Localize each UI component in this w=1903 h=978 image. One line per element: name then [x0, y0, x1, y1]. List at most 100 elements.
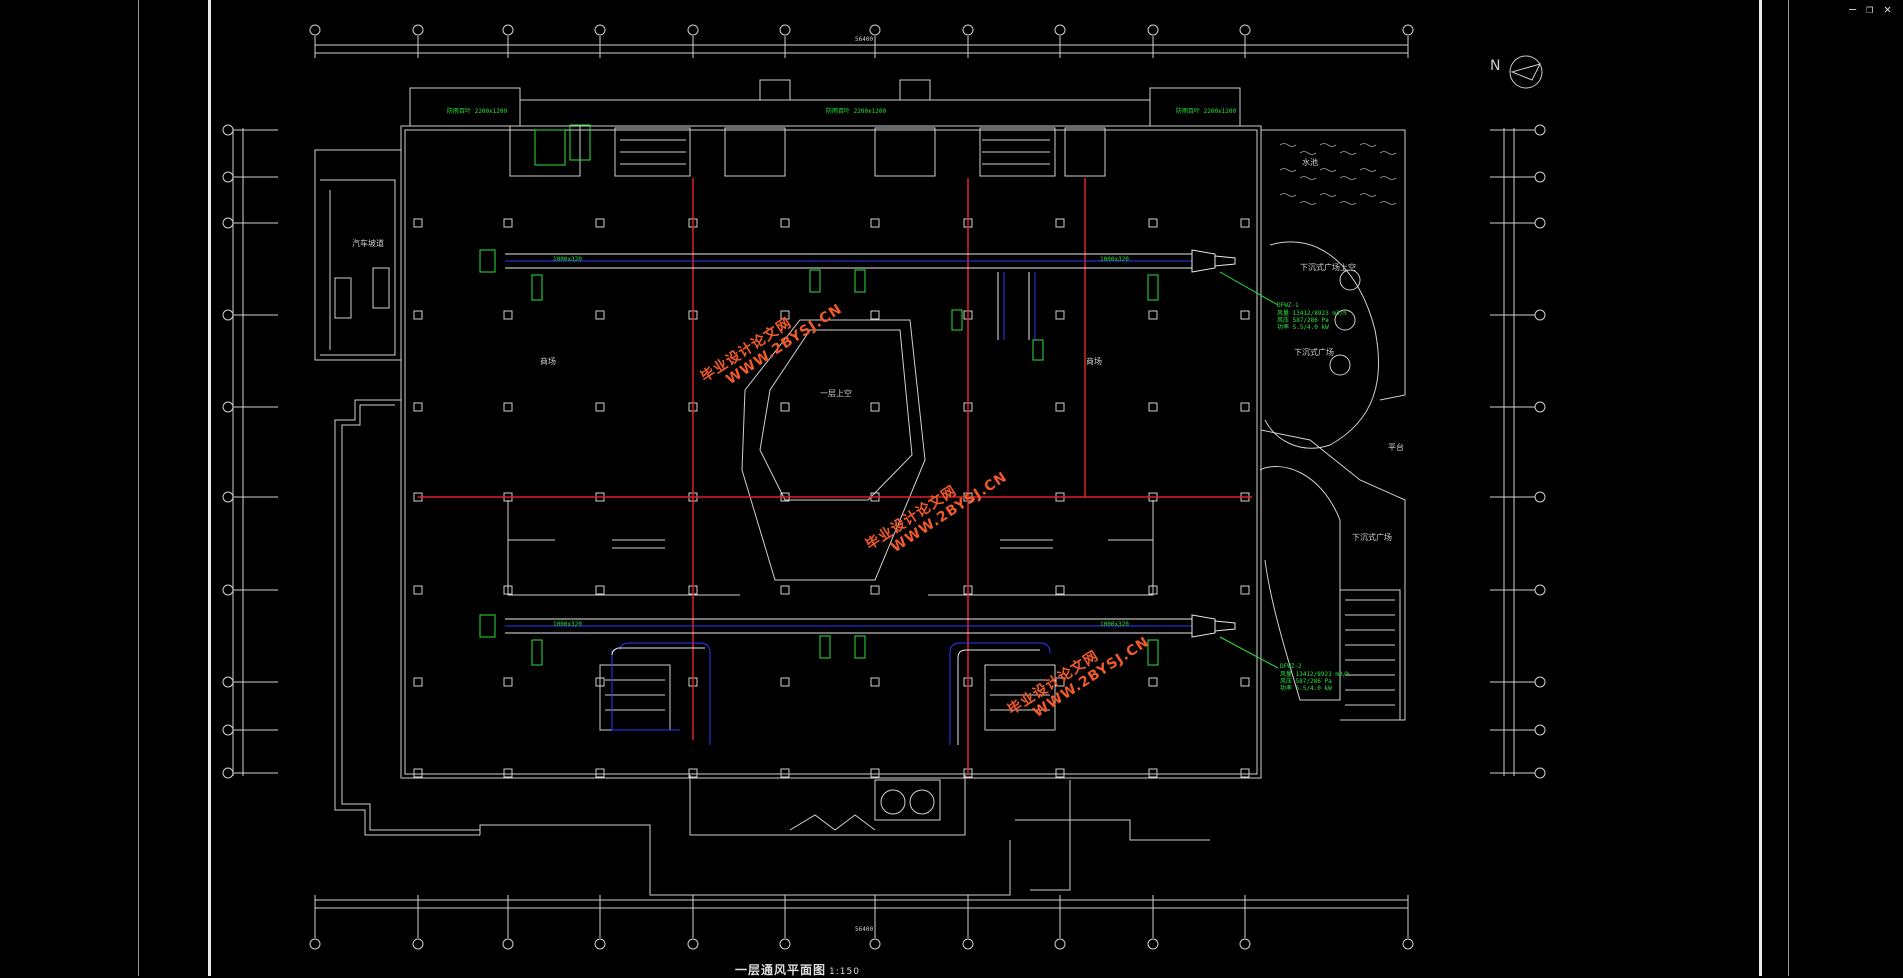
column-square [595, 310, 605, 320]
frame-line-left-inner [208, 0, 211, 976]
frame-line-right-outer [1788, 0, 1789, 976]
water-hatch-mark [1279, 168, 1297, 172]
axis-bubble-left [222, 171, 234, 183]
axis-bubble-bottom [962, 938, 974, 950]
column-square [413, 402, 423, 412]
column-square [1148, 402, 1158, 412]
room-label-atrium: 一层上空 [820, 389, 852, 398]
restore-button[interactable]: ❐ [1866, 2, 1874, 16]
axis-bubble-top [1147, 24, 1159, 36]
column-square [780, 768, 790, 778]
water-hatch-mark [1319, 168, 1337, 172]
water-hatch-mark [1359, 168, 1377, 172]
duct-size-top-left: 1000x320 [553, 256, 582, 263]
axis-bubble-top [1054, 24, 1066, 36]
louver-label-1: 防雨百叶 2200x1200 [447, 108, 508, 115]
axis-bubble-bottom [502, 938, 514, 950]
axis-bubble-right [1534, 401, 1546, 413]
fan-top-spec-2: 风压 587/286 Pa [1277, 317, 1329, 324]
column-square [503, 585, 513, 595]
column-square [780, 677, 790, 687]
column-square [780, 310, 790, 320]
axis-bubble-right [1534, 491, 1546, 503]
axis-bubble-right [1534, 724, 1546, 736]
axis-bubble-right [1534, 676, 1546, 688]
water-hatch-mark [1299, 201, 1317, 205]
north-arrow-icon: N [1488, 52, 1548, 96]
column-square [503, 768, 513, 778]
north-arrow-graphic [1509, 55, 1543, 89]
water-hatch-mark [1279, 143, 1297, 147]
column-square [413, 677, 423, 687]
minimize-button[interactable]: – [1849, 2, 1857, 16]
column-square [1240, 402, 1250, 412]
duct-size-bottom-left: 1000x320 [553, 621, 582, 628]
room-label-sunken-plaza-top: 下沉式广场上空 [1300, 263, 1356, 272]
drawing-title-text: 一层通风平面图 [735, 963, 827, 977]
axis-bubble-top [309, 24, 321, 36]
water-hatch-mark [1379, 176, 1397, 180]
column-square [595, 585, 605, 595]
column-square [503, 310, 513, 320]
column-square [870, 768, 880, 778]
axis-bubble-right [1534, 124, 1546, 136]
room-label-sunken-plaza-mid: 下沉式广场 [1294, 348, 1334, 357]
water-hatch-mark [1279, 193, 1297, 197]
north-label: N [1490, 58, 1501, 74]
column-square [780, 585, 790, 595]
room-label-garage: 汽车坡道 [352, 239, 384, 248]
column-square [1148, 310, 1158, 320]
column-square [1148, 218, 1158, 228]
column-square [870, 677, 880, 687]
column-square [870, 310, 880, 320]
axis-bubble-bottom [1147, 938, 1159, 950]
fan-bottom-spec-2: 风压 587/286 Pa [1280, 678, 1332, 685]
close-button[interactable]: ✕ [1884, 2, 1892, 16]
dimension-total-top: 56400 [855, 36, 874, 43]
axis-bubble-top [594, 24, 606, 36]
axis-bubble-bottom [309, 938, 321, 950]
water-hatch-mark [1359, 143, 1377, 147]
axis-bubble-top [1402, 24, 1414, 36]
axis-bubble-bottom [1054, 938, 1066, 950]
axis-bubble-left [222, 309, 234, 321]
column-square [1240, 768, 1250, 778]
duct-size-bottom-right: 1000x320 [1100, 621, 1129, 628]
column-square [870, 218, 880, 228]
axis-bubble-bottom [1402, 938, 1414, 950]
axis-bubble-top [779, 24, 791, 36]
column-square [1055, 310, 1065, 320]
room-label-shop-left: 商场 [540, 357, 556, 366]
column-square [413, 310, 423, 320]
column-square [413, 768, 423, 778]
axis-bubble-left [222, 676, 234, 688]
column-square [780, 402, 790, 412]
column-square [780, 218, 790, 228]
axis-bubble-left [222, 124, 234, 136]
water-hatch-mark [1339, 151, 1357, 155]
room-label-shop-right: 商场 [1086, 357, 1102, 366]
column-square [1240, 677, 1250, 687]
water-hatch-mark [1319, 143, 1337, 147]
fan-bottom-spec-1: 风量 13412/8923 m3/h [1280, 671, 1350, 678]
axis-bubble-bottom [594, 938, 606, 950]
axis-bubble-bottom [869, 938, 881, 950]
water-hatch-mark [1339, 176, 1357, 180]
column-square [1240, 218, 1250, 228]
column-square [595, 402, 605, 412]
column-square [595, 677, 605, 687]
fan-top-spec-3: 功率 5.5/4.0 kW [1277, 324, 1329, 331]
water-hatch-mark [1379, 151, 1397, 155]
drawing-scale: 1:150 [829, 967, 860, 977]
column-square [1055, 585, 1065, 595]
column-square [503, 402, 513, 412]
column-square [413, 218, 423, 228]
axis-bubble-right [1534, 309, 1546, 321]
column-square [1055, 677, 1065, 687]
axis-bubble-right [1534, 171, 1546, 183]
column-square [870, 402, 880, 412]
axis-bubble-top [502, 24, 514, 36]
column-square [413, 585, 423, 595]
